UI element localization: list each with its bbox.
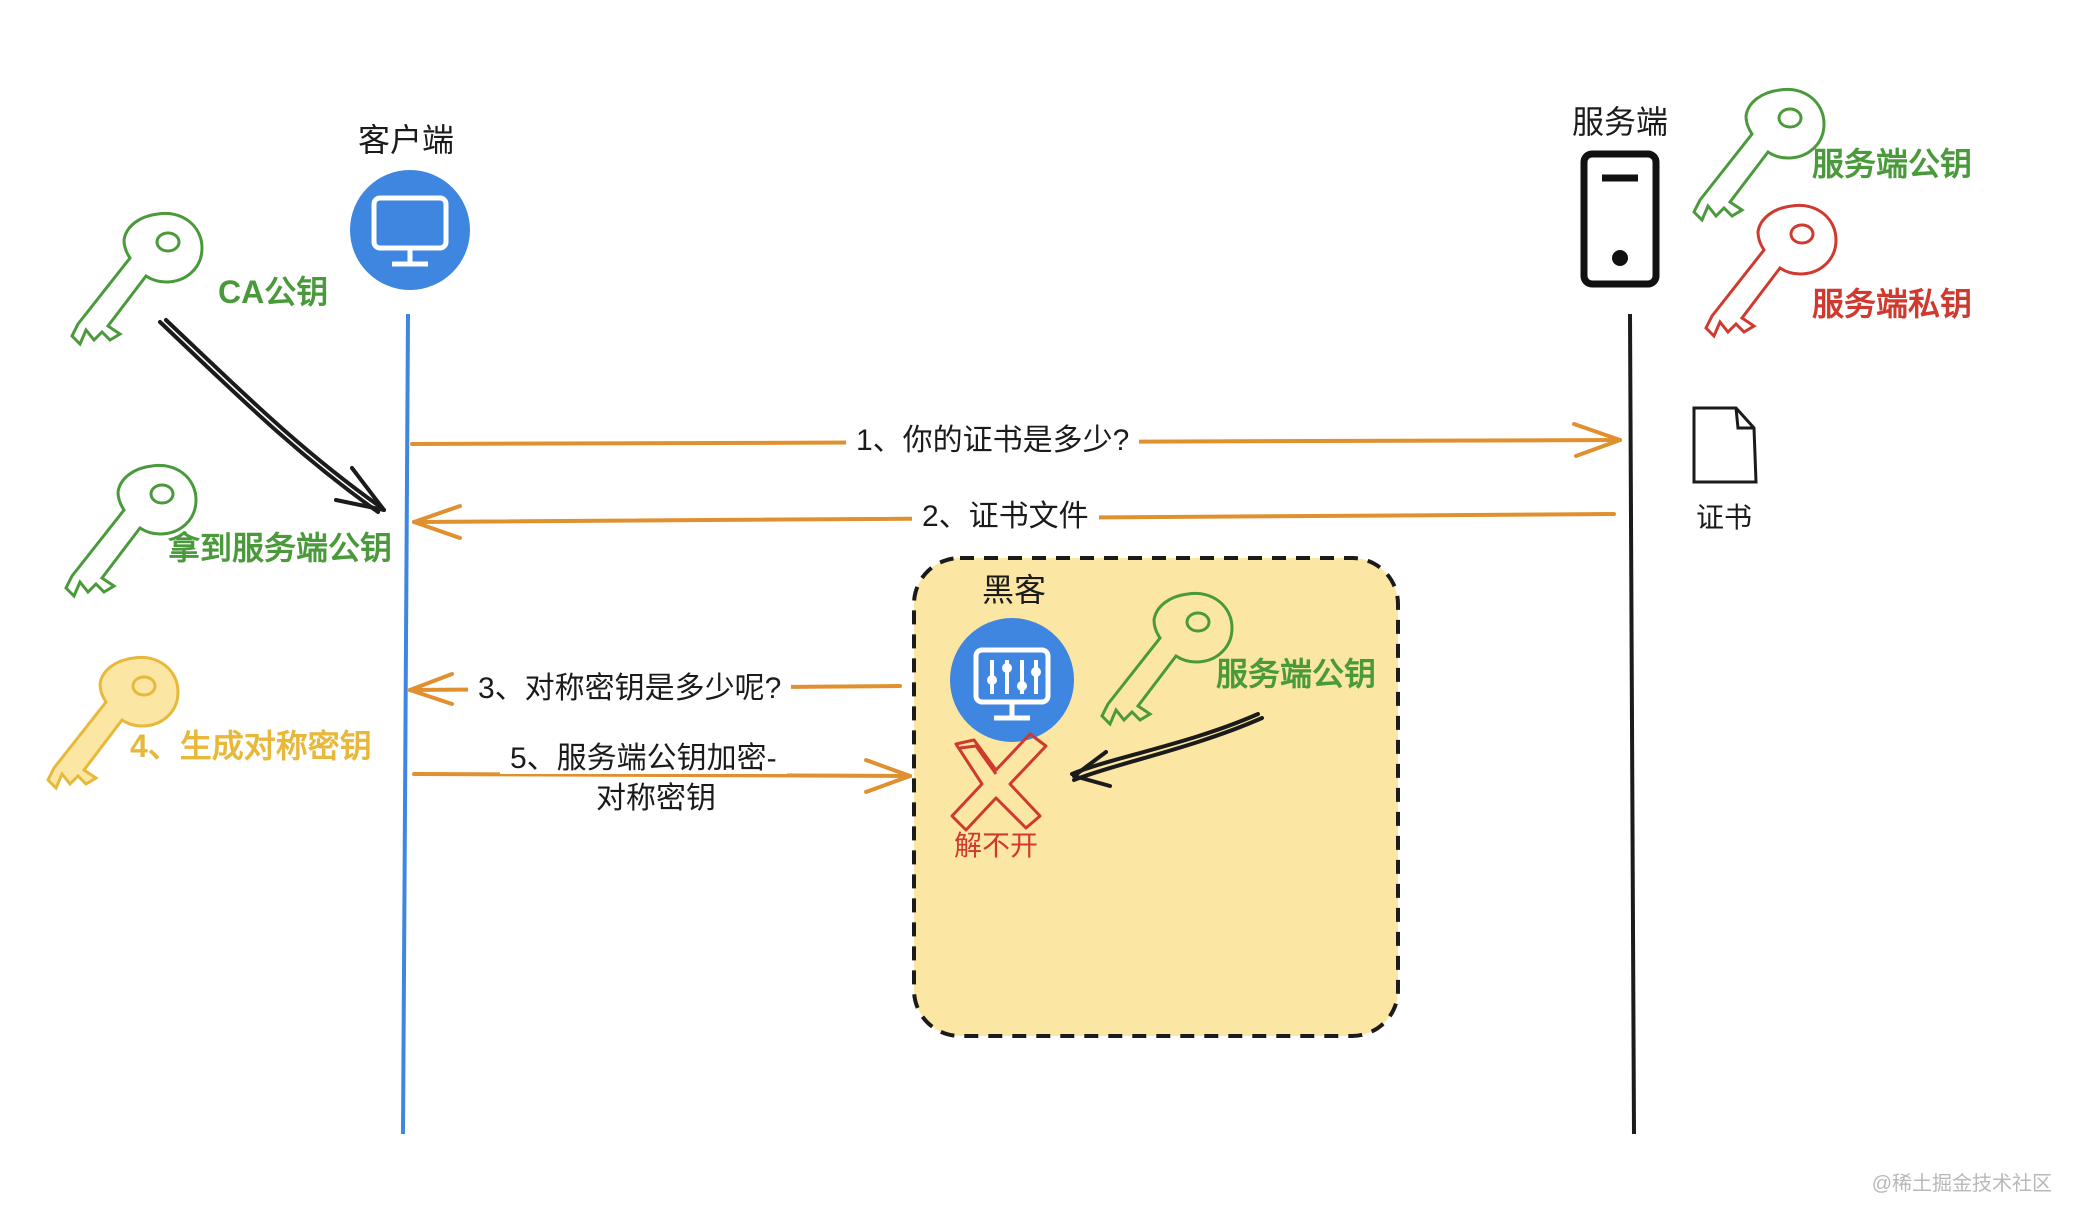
message-5-label-line1: 5、服务端公钥加密- [500,744,787,774]
message-5-label-line2: 对称密钥 [586,784,726,814]
certificate-document-icon [1692,406,1758,484]
server-title: 服务端 [1572,104,1669,140]
symmetric-key-icon [46,655,180,790]
hacker-computer-icon [950,618,1074,742]
server-tower-icon [1580,150,1660,288]
ca-to-client-arrow [158,318,386,514]
client-computer-icon [350,170,470,290]
client-lifeline [401,313,410,1135]
certificate-label: 证书 [1696,502,1753,533]
decrypt-fail-label: 解不开 [954,830,1039,861]
decrypt-fail-x-icon [950,732,1048,832]
ca-public-key-icon [70,211,204,346]
server-private-key-label: 服务端私钥 [1812,286,1973,322]
server-public-key-icon [1692,87,1826,222]
ca-key-label: CA公钥 [218,274,329,310]
hacker-title: 黑客 [982,572,1047,608]
hacker-key-label: 服务端公钥 [1216,656,1377,692]
generate-key-label: 4、生成对称密钥 [130,728,372,764]
message-2-label: 2、证书文件 [912,502,1099,532]
got-server-key-label: 拿到服务端公钥 [168,530,393,566]
watermark: @稀土掘金技术社区 [1871,1173,2052,1195]
hacker-key-to-x-arrow [1070,712,1264,788]
message-5-arrow [412,758,912,794]
message-3-label: 3、对称密钥是多少呢? [468,674,792,704]
server-public-key-label: 服务端公钥 [1812,146,1973,182]
server-lifeline [1628,313,1636,1135]
client-title: 客户端 [358,122,455,158]
message-1-label: 1、你的证书是多少? [846,426,1140,456]
